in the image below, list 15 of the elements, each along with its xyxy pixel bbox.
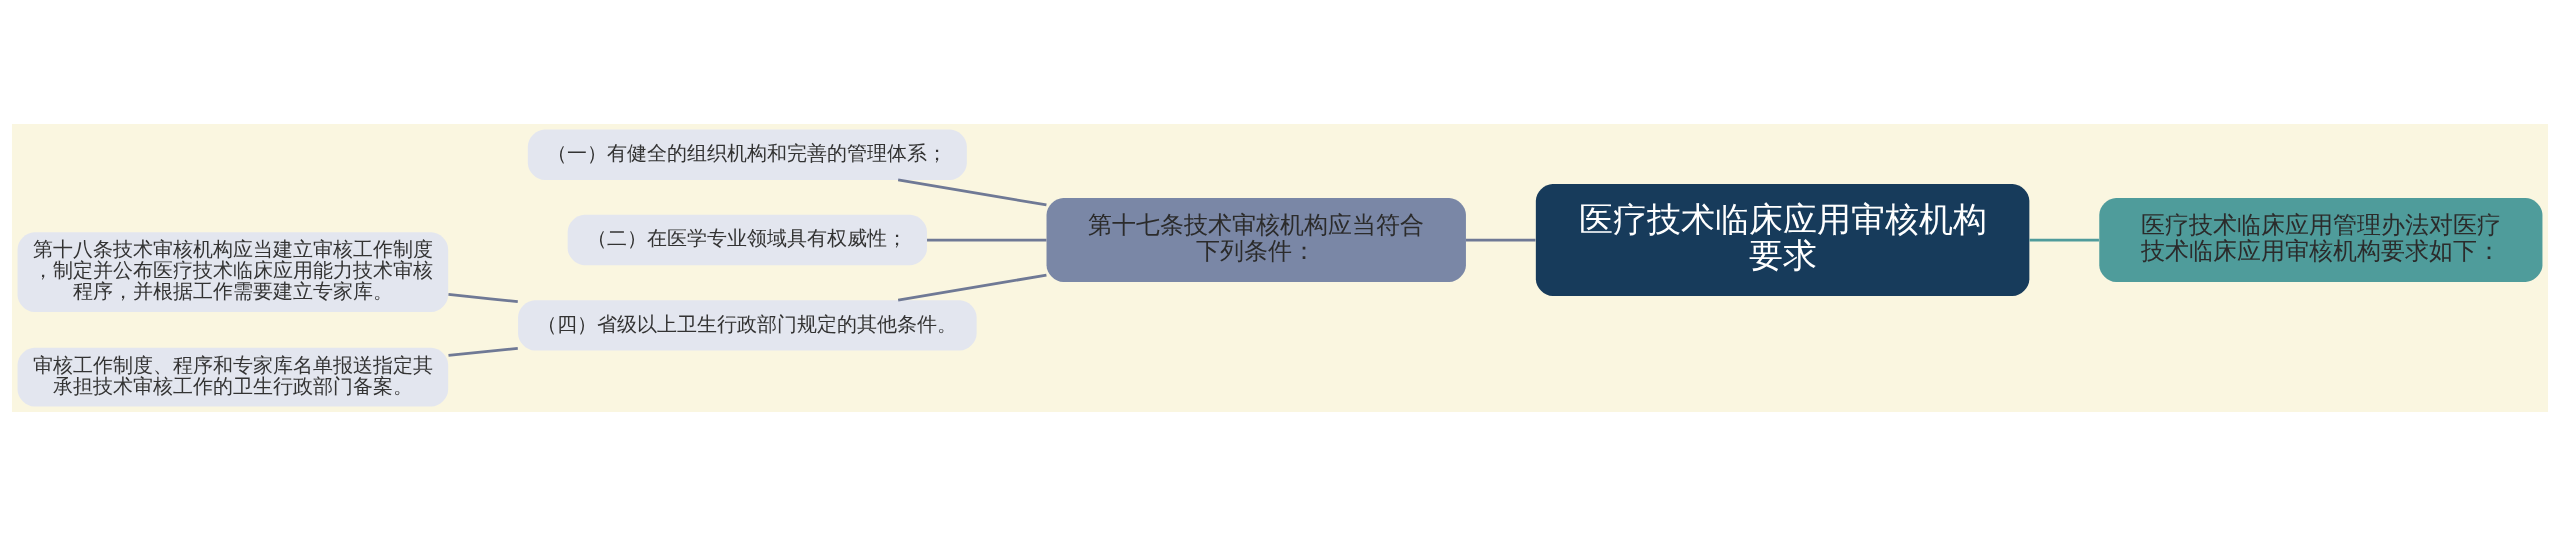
- node-box: 审核工作制度、程序和专家库名单报送指定其承担技术审核工作的卫生行政部门备案。: [17, 347, 449, 407]
- connector: [927, 238, 1047, 242]
- node-box: 医疗技术临床应用管理办法对医疗技术临床应用审核机构要求如下：: [2099, 198, 2543, 282]
- connector: [448, 293, 518, 304]
- node-box: 医疗技术临床应用审核机构要求: [1535, 184, 2030, 296]
- connector: [2029, 238, 2099, 242]
- node-box: 第十七条技术审核机构应当符合下列条件：: [1046, 198, 1466, 282]
- connector: [1466, 238, 1536, 242]
- connector: [897, 178, 1047, 207]
- node-box: （一）有健全的组织机构和完善的管理体系；: [527, 129, 967, 180]
- node-box: （二）在医学专业领域具有权威性；: [567, 214, 927, 266]
- connector: [448, 347, 518, 357]
- connector: [897, 273, 1047, 302]
- node-box: （四）省级以上卫生行政部门规定的其他条件。: [518, 300, 977, 351]
- node-box: 第十八条技术审核机构应当建立审核工作制度，制定并公布医疗技术临床应用能力技术审核程序，并根据工作需要建立专家库。: [17, 232, 449, 313]
